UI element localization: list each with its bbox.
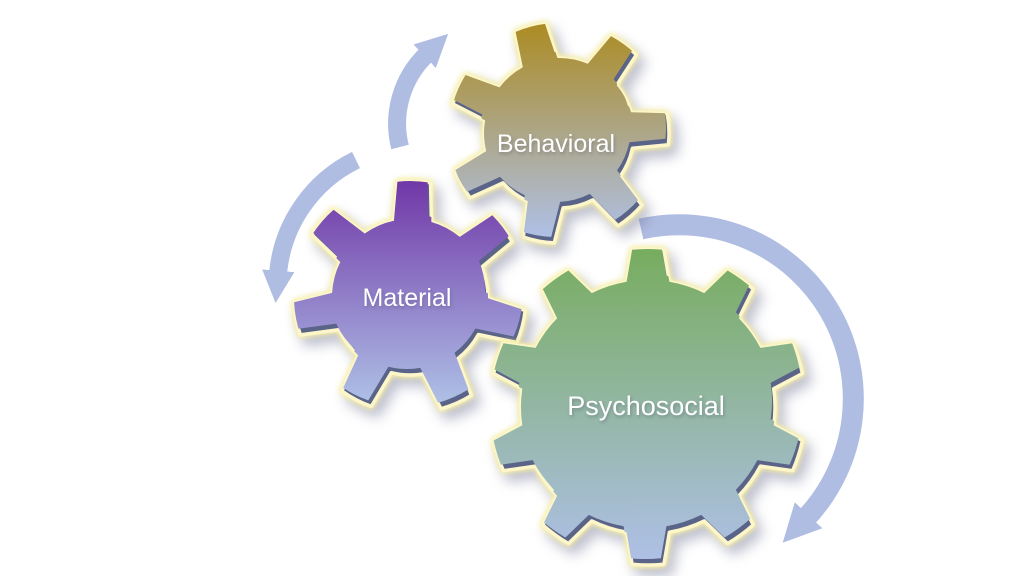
gear-material: Material — [292, 179, 527, 411]
gear-label-psychosocial: Psychosocial — [567, 391, 725, 421]
gear-behavioral-shape — [451, 22, 671, 245]
gear-label-behavioral: Behavioral — [497, 130, 615, 158]
rotation-arrows — [262, 33, 864, 543]
gear-psychosocial: Psychosocial — [491, 247, 805, 567]
gear-label-material: Material — [363, 284, 452, 312]
arrow-up-right-icon — [388, 33, 449, 150]
gear-psychosocial-shape — [491, 247, 805, 567]
arrow-down-left-icon — [262, 151, 361, 304]
arrow-clockwise-icon — [638, 214, 864, 543]
gear-material-shape — [292, 179, 527, 411]
gear-behavioral: Behavioral — [451, 22, 671, 245]
